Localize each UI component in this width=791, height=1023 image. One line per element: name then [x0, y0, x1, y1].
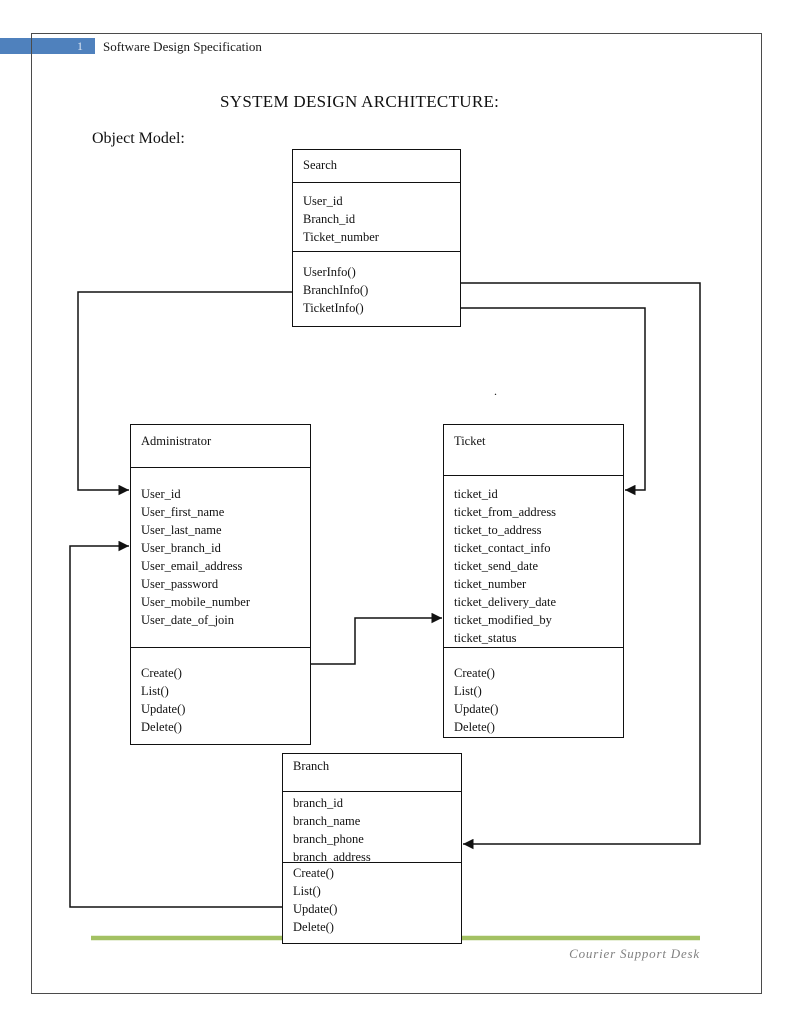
class-attribute: ticket_number: [454, 577, 527, 591]
connector-administrator-to-ticket: [311, 612, 442, 665]
class-method: Delete(): [141, 720, 182, 734]
class-attribute: User_id: [303, 194, 343, 208]
class-attribute: ticket_status: [454, 631, 517, 645]
class-attribute: User_password: [141, 577, 219, 591]
class-method: Delete(): [293, 920, 334, 934]
class-attribute: ticket_to_address: [454, 523, 542, 537]
class-attribute: Ticket_number: [303, 230, 379, 244]
class-method: UserInfo(): [303, 265, 356, 279]
class-attribute: User_last_name: [141, 523, 222, 537]
class-method: Delete(): [454, 720, 495, 734]
class-box-branch: Branch branch_id branch_name branch_phon…: [282, 753, 462, 944]
class-methods: UserInfo() BranchInfo() TicketInfo(): [293, 252, 460, 317]
class-attribute: ticket_from_address: [454, 505, 557, 519]
class-attribute: User_first_name: [141, 505, 225, 519]
class-attribute: User_branch_id: [141, 541, 221, 555]
class-attribute: ticket_delivery_date: [454, 595, 557, 609]
class-method: List(): [454, 684, 482, 698]
class-attribute: ticket_modified_by: [454, 613, 552, 627]
class-box-search: Search User_id Branch_id Ticket_number U…: [292, 149, 461, 327]
class-method: Create(): [293, 866, 334, 880]
class-box-ticket: Ticket ticket_id ticket_from_address tic…: [443, 424, 624, 738]
class-attribute: User_email_address: [141, 559, 243, 573]
class-attribute: ticket_id: [454, 487, 498, 501]
class-title: Branch: [283, 754, 461, 792]
class-attribute: User_id: [141, 487, 181, 501]
class-attribute: ticket_contact_info: [454, 541, 551, 555]
class-attribute: User_mobile_number: [141, 595, 251, 609]
class-methods: Create() List() Update() Delete(): [283, 863, 461, 936]
header-document-title: Software Design Specification: [103, 39, 262, 54]
class-title: Search: [293, 150, 460, 183]
class-attribute: User_date_of_join: [141, 613, 235, 627]
class-method: BranchInfo(): [303, 283, 369, 297]
class-attribute: branch_id: [293, 796, 343, 810]
class-attributes: branch_id branch_name branch_phone branc…: [283, 792, 461, 864]
class-attributes: User_id Branch_id Ticket_number: [293, 183, 460, 252]
stray-dot: .: [494, 384, 497, 398]
class-method: Create(): [454, 666, 495, 680]
class-title: Administrator: [131, 425, 310, 468]
class-attribute: Branch_id: [303, 212, 356, 226]
class-methods: Create() List() Update() Delete(): [131, 648, 310, 736]
class-method: List(): [293, 884, 321, 898]
footer-brand-text: Courier Support Desk: [569, 946, 700, 961]
class-method: List(): [141, 684, 169, 698]
section-label: Object Model:: [92, 130, 185, 147]
page-number: 1: [77, 39, 83, 53]
class-title: Ticket: [444, 425, 623, 476]
class-method: Update(): [293, 902, 338, 916]
page-title: SYSTEM DESIGN ARCHITECTURE:: [220, 92, 500, 111]
class-attributes: ticket_id ticket_from_address ticket_to_…: [444, 476, 623, 648]
header-accent-bar: 1: [0, 38, 95, 54]
class-method: Update(): [141, 702, 186, 716]
class-method: Update(): [454, 702, 499, 716]
class-box-administrator: Administrator User_id User_first_name Us…: [130, 424, 311, 745]
class-attribute: branch_phone: [293, 832, 364, 846]
class-attribute: branch_address: [293, 850, 371, 864]
class-attribute: ticket_send_date: [454, 559, 538, 573]
class-methods: Create() List() Update() Delete(): [444, 648, 623, 736]
class-attribute: branch_name: [293, 814, 361, 828]
class-method: Create(): [141, 666, 182, 680]
class-method: TicketInfo(): [303, 301, 364, 315]
class-attributes: User_id User_first_name User_last_name U…: [131, 468, 310, 648]
